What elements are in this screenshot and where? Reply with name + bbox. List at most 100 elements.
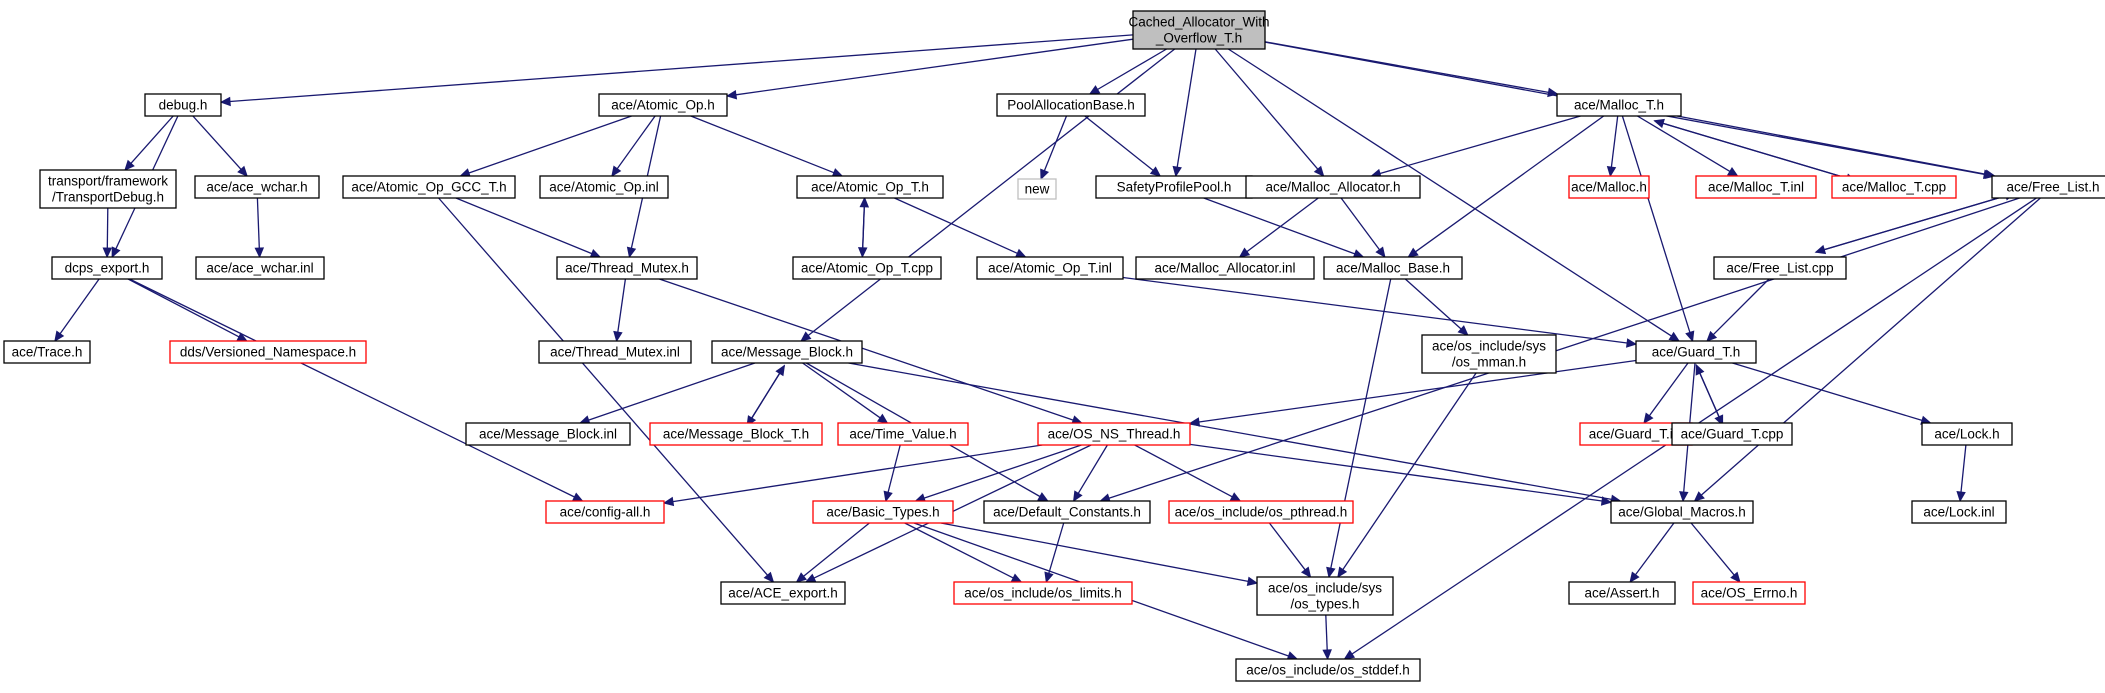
node-global_macros[interactable]: ace/Global_Macros.h	[1610, 500, 1754, 524]
arrowhead-atomic_op_t_h-to-atomic_op_t_inl	[1014, 248, 1027, 258]
node-os_types[interactable]: ace/os_include/sys/os_types.h	[1256, 576, 1394, 616]
edge-root-to-guard_t_h	[1227, 48, 1672, 337]
edge-os_types-to-os_stddef	[1325, 614, 1328, 651]
edge-root-to-safety_pool	[1176, 48, 1197, 168]
node-thread_mutex_inl[interactable]: ace/Thread_Mutex.inl	[538, 340, 692, 364]
node-guard_t_cpp[interactable]: ace/Guard_T.cpp	[1671, 422, 1793, 446]
node-ace_wchar_inl[interactable]: ace/ace_wchar.inl	[195, 256, 325, 280]
node-ace_wchar_h[interactable]: ace/ace_wchar.h	[194, 175, 320, 199]
edge-lock_h-to-lock_inl	[1960, 444, 1967, 493]
node-pool_alloc[interactable]: PoolAllocationBase.h	[996, 93, 1146, 117]
node-label: PoolAllocationBase.h	[1007, 98, 1135, 113]
node-root[interactable]: Cached_Allocator_With_Overflow_T.h	[1128, 10, 1270, 50]
node-message_block_t_h[interactable]: ace/Message_Block_T.h	[649, 422, 823, 446]
edge-default_constants-to-os_limits	[1048, 522, 1065, 574]
node-malloc_base_h[interactable]: ace/Malloc_Base.h	[1323, 256, 1463, 280]
edge-guard_t_h-to-os_ns_thread	[1198, 359, 1637, 423]
node-os_stddef[interactable]: ace/os_include/os_stddef.h	[1235, 658, 1421, 682]
node-os_mman[interactable]: ace/os_include/sys/os_mman.h	[1421, 334, 1557, 374]
node-box	[996, 93, 1146, 117]
node-label: ace/Default_Constants.h	[993, 505, 1141, 520]
node-atomic_op_t_inl[interactable]: ace/Atomic_Op_T.inl	[976, 256, 1124, 280]
arrowhead-os_ns_thread-to-config_all	[662, 496, 675, 507]
node-malloc_t_inl[interactable]: ace/Malloc_T.inl	[1695, 175, 1817, 199]
node-guard_t_inl[interactable]: ace/Guard_T.inl	[1579, 422, 1693, 446]
node-malloc_h[interactable]: ace/Malloc.h	[1568, 175, 1650, 199]
node-malloc_allocator_inl[interactable]: ace/Malloc_Allocator.inl	[1135, 256, 1315, 280]
dependency-edges	[54, 34, 2041, 661]
node-label: ace/Malloc_Allocator.inl	[1154, 261, 1295, 276]
node-time_value_h[interactable]: ace/Time_Value.h	[837, 422, 969, 446]
arrowhead-malloc_allocator_h-to-malloc_base_h	[1375, 246, 1386, 258]
edge-message_block_h-to-time_value_h	[802, 362, 881, 419]
node-lock_inl[interactable]: ace/Lock.inl	[1911, 500, 2007, 524]
node-box	[792, 256, 942, 280]
arrowhead-malloc_allocator_h-to-malloc_allocator_inl	[1238, 247, 1251, 258]
arrowhead-os_pthread-to-os_types	[1300, 566, 1312, 578]
node-os_pthread[interactable]: ace/os_include/os_pthread.h	[1168, 500, 1354, 524]
node-label: /TransportDebug.h	[52, 190, 164, 205]
node-message_block_inl[interactable]: ace/Message_Block.inl	[465, 422, 631, 446]
edge-malloc_base_h-to-os_types	[1330, 278, 1392, 569]
arrowhead-pool_alloc-to-safety_pool	[1149, 166, 1162, 177]
node-malloc_t_cpp[interactable]: ace/Malloc_T.cpp	[1831, 175, 1957, 199]
node-os_errno[interactable]: ace/OS_Errno.h	[1692, 581, 1806, 605]
node-atomic_op_inl[interactable]: ace/Atomic_Op.inl	[539, 175, 669, 199]
node-atomic_op_t_cpp[interactable]: ace/Atomic_Op_T.cpp	[792, 256, 942, 280]
node-debug[interactable]: debug.h	[144, 93, 222, 117]
edge-basic_types-to-ace_export	[803, 522, 870, 577]
node-label: ace/os_include/sys	[1268, 581, 1382, 596]
edge-os_mman-to-os_types	[1342, 372, 1477, 570]
edge-os_ns_thread-to-config_all	[672, 444, 1043, 503]
node-box	[1610, 500, 1754, 524]
node-config_all[interactable]: ace/config-all.h	[545, 500, 665, 524]
node-box	[1135, 256, 1315, 280]
node-guard_t_h[interactable]: ace/Guard_T.h	[1635, 340, 1757, 364]
node-label: ace/Atomic_Op.inl	[549, 180, 659, 195]
node-box	[1695, 175, 1817, 199]
arrowhead-malloc_t_h-to-malloc_h	[1606, 166, 1617, 178]
edge-malloc_t_h-to-free_list_h	[1677, 115, 1987, 175]
node-ace_export[interactable]: ace/ACE_export.h	[720, 581, 846, 605]
node-box	[1235, 658, 1421, 682]
node-assert_h[interactable]: ace/Assert.h	[1568, 581, 1676, 605]
edge-malloc_allocator_h-to-malloc_allocator_inl	[1246, 197, 1319, 253]
node-versioned_ns[interactable]: dds/Versioned_Namespace.h	[169, 340, 367, 364]
node-label: ace/Lock.h	[1934, 427, 1999, 442]
node-os_limits[interactable]: ace/os_include/os_limits.h	[953, 581, 1133, 605]
node-box	[3, 340, 91, 364]
edge-malloc_base_h-to-os_mman	[1404, 278, 1462, 330]
node-lock_h[interactable]: ace/Lock.h	[1921, 422, 2013, 446]
edge-pool_alloc-to-safety_pool	[1084, 115, 1154, 171]
node-atomic_op_gcc[interactable]: ace/Atomic_Op_GCC_T.h	[342, 175, 516, 199]
arrowhead-os_mman-to-os_types	[1337, 566, 1348, 579]
node-label: ace/os_include/os_stddef.h	[1246, 663, 1410, 678]
node-atomic_op[interactable]: ace/Atomic_Op.h	[598, 93, 728, 117]
arrowhead-basic_types-to-os_types	[1246, 576, 1259, 586]
node-malloc_allocator_h[interactable]: ace/Malloc_Allocator.h	[1245, 175, 1421, 199]
node-message_block_h[interactable]: ace/Message_Block.h	[711, 340, 863, 364]
node-transport_debug[interactable]: transport/framework/TransportDebug.h	[39, 169, 177, 209]
node-free_list_h[interactable]: ace/Free_List.h	[1991, 175, 2105, 199]
node-default_constants[interactable]: ace/Default_Constants.h	[983, 500, 1151, 524]
node-atomic_op_t_h[interactable]: ace/Atomic_Op_T.h	[796, 175, 944, 199]
arrowhead-guard_t_h-to-guard_t_inl	[1643, 412, 1654, 424]
arrowhead-os_ns_thread-to-os_pthread	[1229, 492, 1242, 502]
node-dcps_export[interactable]: dcps_export.h	[51, 256, 163, 280]
node-os_ns_thread[interactable]: ace/OS_NS_Thread.h	[1037, 422, 1191, 446]
node-ace_trace[interactable]: ace/Trace.h	[3, 340, 91, 364]
node-basic_types[interactable]: ace/Basic_Types.h	[812, 500, 954, 524]
node-malloc_t_h[interactable]: ace/Malloc_T.h	[1556, 93, 1682, 117]
arrowhead-malloc_base_h-to-os_types	[1326, 566, 1336, 579]
edge-malloc_t_h-to-malloc_t_inl	[1637, 115, 1731, 172]
edge-guard_t_h-to-guard_t_inl	[1648, 362, 1689, 417]
edge-guard_t_h-to-lock_h	[1732, 362, 1923, 422]
node-box	[1921, 422, 2013, 446]
node-thread_mutex_h[interactable]: ace/Thread_Mutex.h	[556, 256, 698, 280]
node-safety_pool[interactable]: SafetyProfilePool.h	[1095, 175, 1253, 199]
node-free_list_cpp[interactable]: ace/Free_List.cpp	[1713, 256, 1847, 280]
node-new[interactable]: new	[1017, 178, 1057, 200]
arrowhead-free_list_cpp-to-guard_t_h	[1706, 330, 1718, 342]
arrowhead-os_types-to-os_stddef	[1322, 649, 1332, 661]
